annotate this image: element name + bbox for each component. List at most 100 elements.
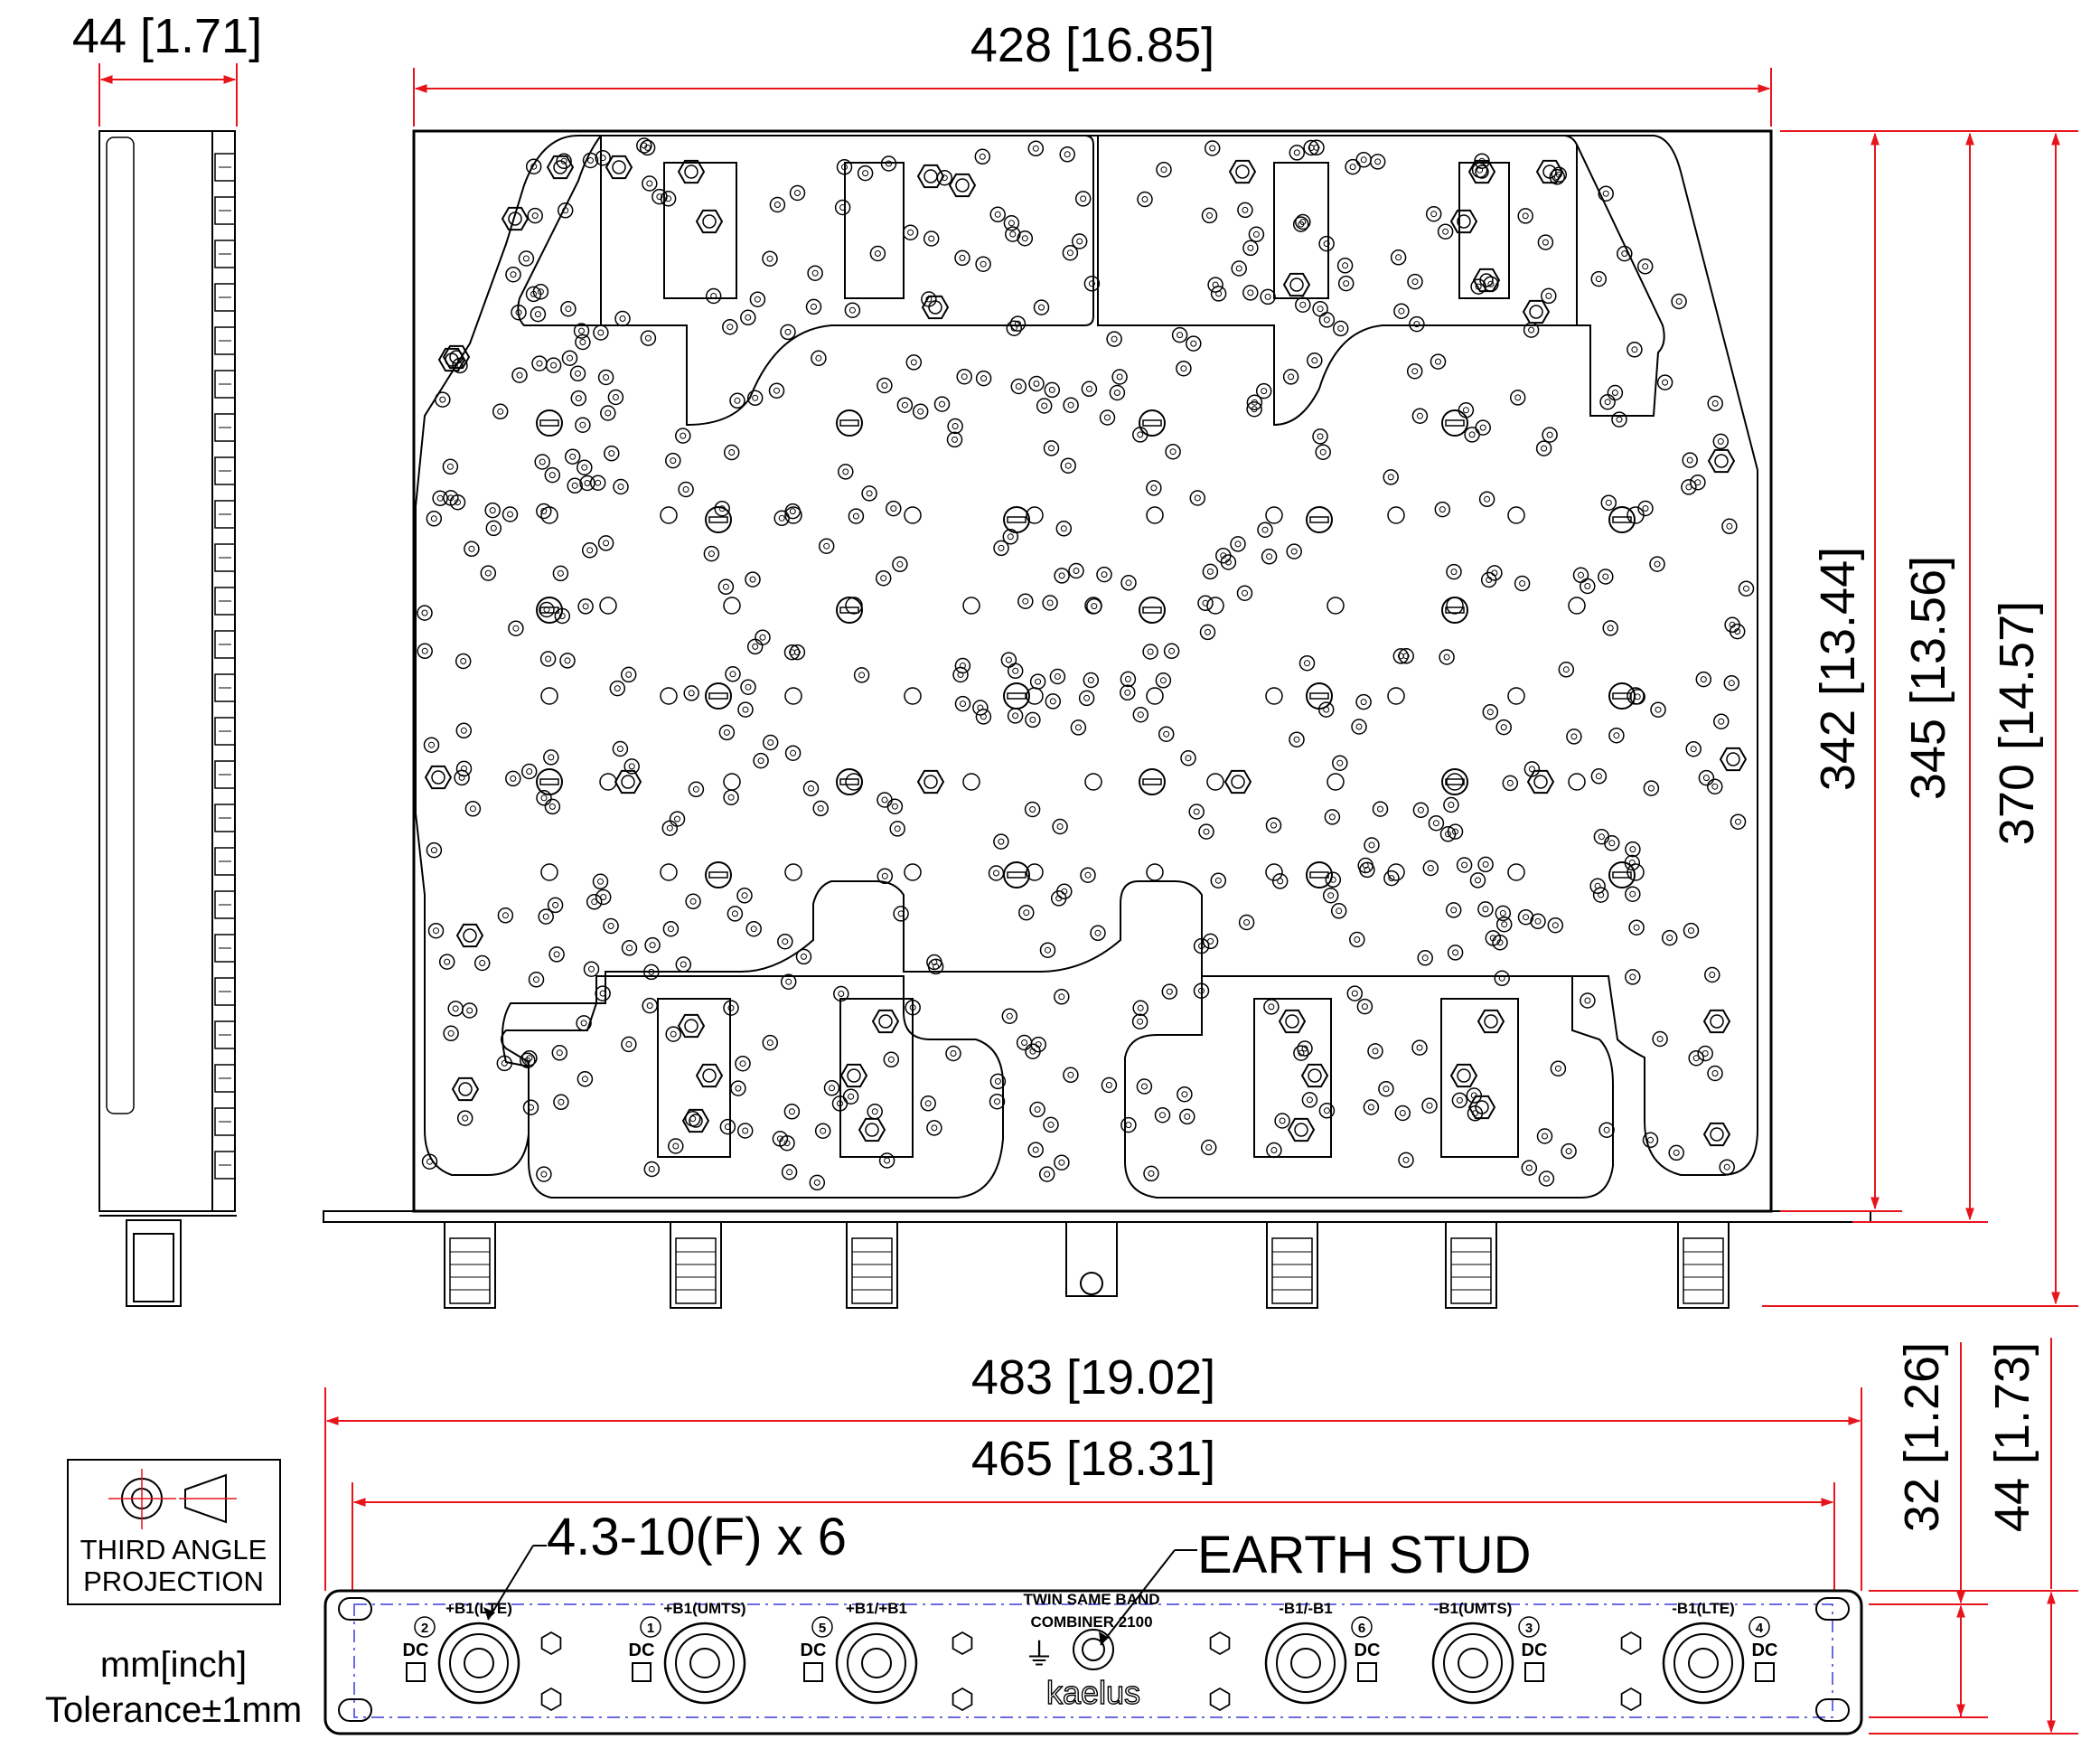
screw-hole-center: [1194, 494, 1201, 502]
screw-hole-center: [1159, 1112, 1166, 1119]
side-depth-label: 44 [1.71]: [72, 9, 262, 63]
screw-hole-center: [1372, 1048, 1379, 1055]
screw-hole: [511, 304, 527, 321]
screw-hole: [1099, 409, 1116, 426]
hex-nut: [1449, 1063, 1478, 1088]
screw-hole-center: [1546, 431, 1553, 438]
tuning-screw-slot: [539, 778, 559, 785]
screw-hole-center: [838, 991, 845, 997]
hex-nut: [437, 347, 466, 372]
hex-nut-bore: [1542, 165, 1557, 179]
screw-hole: [1625, 886, 1641, 902]
screw-hole: [1451, 1092, 1468, 1109]
grid-hole: [1327, 773, 1345, 791]
screw-hole-center: [646, 180, 653, 187]
screw-hole-center: [515, 309, 522, 316]
port-number-badge: [1351, 1616, 1373, 1638]
screw-hole: [1063, 1067, 1079, 1084]
grid-hole: [1327, 597, 1345, 615]
screw-hole-center: [625, 1040, 633, 1048]
screw-hole-center: [444, 958, 451, 965]
screw-hole: [1054, 568, 1070, 584]
hex-nut: [695, 1063, 724, 1088]
height-dimensions: [1762, 130, 2078, 1307]
screw-hole-center: [588, 965, 595, 973]
screw-hole: [581, 542, 598, 559]
screw-hole-center: [468, 545, 475, 552]
screw-hole-center: [1534, 917, 1542, 925]
screw-hole: [577, 1071, 594, 1087]
screw-hole: [485, 520, 502, 537]
screw-hole-center: [910, 359, 917, 366]
screw-hole-center: [1124, 675, 1131, 682]
screw-hole: [1636, 259, 1654, 275]
screw-hole-center: [1064, 462, 1072, 469]
screw-hole: [551, 1045, 568, 1061]
side-connector: [214, 326, 236, 355]
screw-hole: [1628, 919, 1645, 935]
screw-hole-center: [1496, 939, 1504, 946]
screw-hole-center: [548, 754, 555, 761]
screw-hole: [579, 475, 595, 492]
screw-hole: [753, 752, 769, 769]
tuning-screw-slot: [1007, 516, 1027, 523]
screw-hole-center: [607, 923, 614, 929]
screw-hole-center: [1207, 937, 1214, 945]
screw-hole: [1246, 400, 1262, 418]
side-connector-stack: [214, 153, 236, 1180]
port-connector-pin: [861, 1648, 892, 1678]
screw-hole-center: [608, 450, 615, 457]
screw-hole-center: [928, 235, 935, 242]
screw-hole-center: [1235, 265, 1242, 272]
screw-hole-center: [1029, 806, 1036, 813]
hex-nut-bore: [1231, 775, 1245, 789]
rear-connector: [670, 1221, 722, 1309]
screw-hole-center: [813, 1179, 820, 1186]
screw-hole: [1142, 644, 1158, 660]
port-connector-ring: [1673, 1633, 1733, 1693]
side-connector: [214, 587, 236, 616]
screw-hole-center: [731, 910, 738, 917]
screw-hole-center: [1633, 924, 1640, 931]
hex-nut-bore: [1294, 1123, 1308, 1137]
screw-hole: [1656, 374, 1673, 390]
screw-hole: [1054, 989, 1070, 1005]
screw-hole: [926, 954, 942, 971]
screw-hole: [1730, 813, 1747, 830]
screw-hole: [1471, 162, 1488, 178]
screw-hole: [1074, 191, 1092, 207]
screw-hole: [1411, 1039, 1428, 1056]
screw-hole: [1003, 215, 1020, 231]
screw-hole: [989, 206, 1006, 223]
screw-hole: [1637, 500, 1654, 517]
screw-hole: [1068, 562, 1084, 579]
tuning-screw: [1139, 409, 1166, 437]
rear-connector-body: [449, 1237, 491, 1304]
screw-hole-center: [1735, 818, 1741, 825]
screw-hole-center: [427, 1158, 433, 1165]
screw-hole-center: [1482, 906, 1489, 913]
screw-hole: [1030, 1036, 1046, 1053]
screw-hole-center: [829, 1085, 835, 1092]
screw-hole-center: [801, 953, 807, 960]
screw-hole-center: [1288, 373, 1295, 381]
screw-hole-center: [1342, 262, 1349, 269]
screw-hole: [975, 256, 991, 272]
screw-hole: [861, 485, 877, 502]
screw-hole-center: [665, 195, 672, 202]
grid-hole: [1627, 687, 1645, 705]
screw-hole-center: [540, 1170, 548, 1178]
screw-hole: [1322, 887, 1339, 904]
tuning-screw-slot: [1445, 778, 1465, 785]
screw-hole-center: [820, 1127, 827, 1134]
screw-hole-center: [1654, 560, 1661, 568]
screw-hole: [1411, 408, 1429, 424]
screw-hole-center: [1450, 907, 1458, 914]
screw-hole-center: [507, 511, 513, 518]
screw-hole: [1561, 1142, 1577, 1160]
screw-hole: [595, 985, 611, 1001]
hex-nut-bore: [508, 212, 522, 226]
screw-hole-center: [479, 960, 486, 966]
screw-hole-center: [881, 382, 888, 389]
grid-hole: [599, 597, 617, 615]
